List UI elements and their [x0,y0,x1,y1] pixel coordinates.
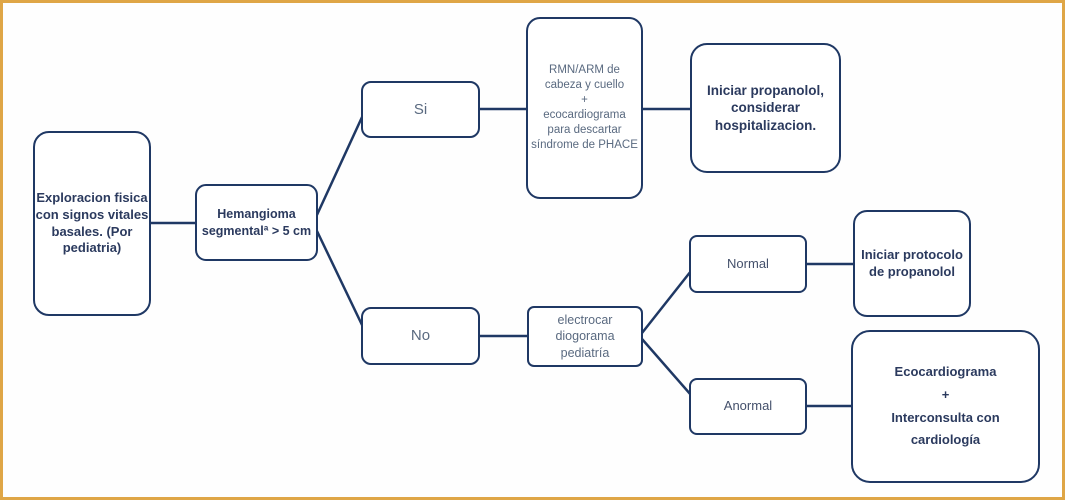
node-eco-interconsulta: Ecocardiograma + Interconsulta con cardi… [851,330,1040,483]
node-anormal-label: Anormal [723,398,773,414]
node-si-label: Si [413,100,428,118]
node-hemangioma: Hemangioma segmentalª > 5 cm [195,184,318,261]
node-protocolo-propanolol: Iniciar protocolo de propanolol [853,210,971,317]
node-iniciar-propanolol: Iniciar propanolol, considerar hospitali… [690,43,841,173]
node-si: Si [361,81,480,138]
connector-lines [150,107,855,408]
node-rmn-phace-label: RMN/ARM de cabeza y cuello + ecocardiogr… [531,64,638,151]
connector-hemangioma-no [314,228,365,328]
node-ecg-pediatria-label: electrocar diogorama pediatría [555,313,615,360]
node-no-label: No [410,327,431,345]
node-anormal: Anormal [689,378,807,435]
node-normal: Normal [689,235,807,293]
node-protocolo-propanolol-label: Iniciar protocolo de propanolol [861,246,963,279]
node-hemangioma-label: Hemangioma segmentalª > 5 cm [201,207,312,238]
connector-hemangioma-si [314,114,365,218]
connector-ecg-anormal [641,338,692,396]
node-no: No [361,307,480,365]
connector-ecg-normal [641,270,692,334]
node-rmn-phace: RMN/ARM de cabeza y cuello + ecocardiogr… [526,17,643,199]
node-eco-interconsulta-label: Ecocardiograma + Interconsulta con cardi… [891,364,1000,448]
node-normal-label: Normal [727,255,769,271]
node-exploracion-label: Exploracion fisica con signos vitales ba… [35,189,149,256]
node-ecg-pediatria: electrocar diogorama pediatría [527,306,643,367]
node-exploracion: Exploracion fisica con signos vitales ba… [33,131,151,316]
node-iniciar-propanolol-label: Iniciar propanolol, considerar hospitali… [706,82,824,133]
